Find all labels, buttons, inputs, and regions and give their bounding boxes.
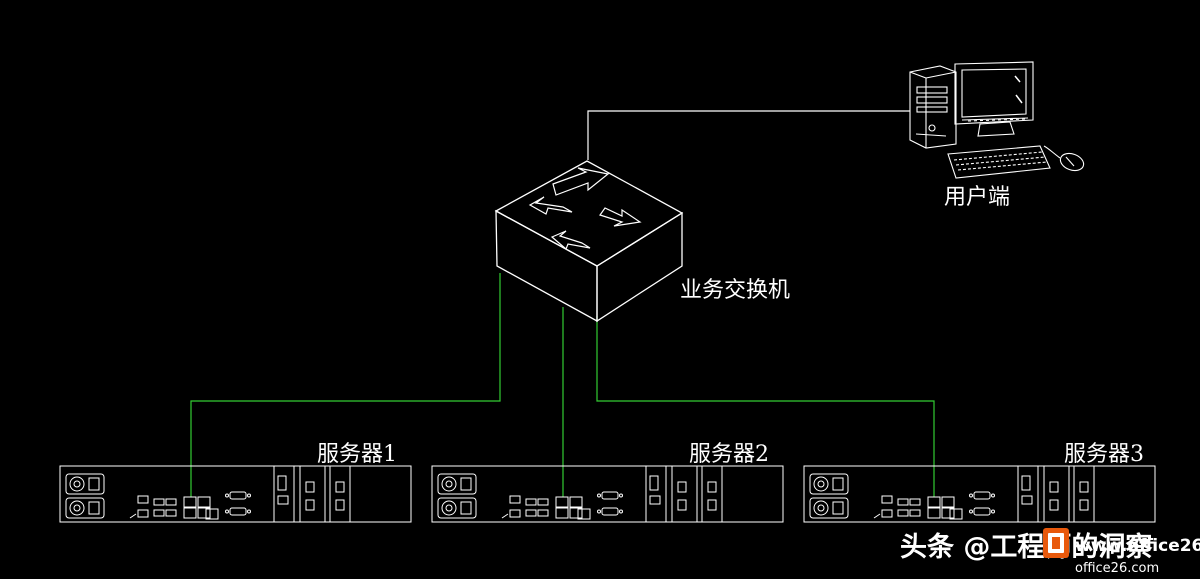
serial-ports <box>969 491 995 516</box>
server-3-label: 服务器3 <box>1064 442 1144 467</box>
server-chassis <box>803 465 1156 523</box>
expansion-slots <box>645 466 723 522</box>
server-1[interactable] <box>59 465 412 523</box>
server-2[interactable] <box>431 465 784 523</box>
monitor-icon <box>954 61 1034 137</box>
office26-logo <box>1043 528 1069 558</box>
user-label: 用户端 <box>944 185 1010 210</box>
serial-ports <box>597 491 623 516</box>
ethernet-ports <box>555 496 591 520</box>
switch-label: 业务交换机 <box>680 278 790 303</box>
mouse-icon <box>1043 145 1085 172</box>
power-supply-1 <box>65 473 105 495</box>
link-server-3 <box>596 316 935 497</box>
uplink-cable <box>587 110 910 160</box>
user-pc[interactable] <box>909 61 1086 179</box>
ethernet-ports <box>927 496 963 520</box>
io-ports <box>129 495 177 519</box>
server-3[interactable] <box>803 465 1156 523</box>
expansion-slots <box>273 466 351 522</box>
power-supply-2 <box>437 497 477 519</box>
office26-site-watermark: www.office26.com <box>1075 536 1200 556</box>
power-supply-1 <box>437 473 477 495</box>
power-supply-2 <box>809 497 849 519</box>
ethernet-ports <box>183 496 219 520</box>
business-switch[interactable] <box>494 160 684 323</box>
server-chassis <box>59 465 412 523</box>
server-2-label: 服务器2 <box>689 442 769 467</box>
switch-arrows-icon <box>528 167 642 251</box>
io-ports <box>873 495 921 519</box>
link-server-1 <box>190 273 501 497</box>
server-chassis <box>431 465 784 523</box>
server-1-label: 服务器1 <box>317 442 397 467</box>
keyboard-icon <box>947 145 1051 179</box>
serial-ports <box>225 491 251 516</box>
office26-short-watermark: office26.com <box>1075 561 1159 576</box>
power-supply-1 <box>809 473 849 495</box>
io-ports <box>501 495 549 519</box>
toutiao-watermark: 头条 @工程师的洞察 <box>900 531 1153 563</box>
expansion-slots <box>1017 466 1095 522</box>
power-supply-2 <box>65 497 105 519</box>
pc-tower-icon <box>909 65 957 149</box>
